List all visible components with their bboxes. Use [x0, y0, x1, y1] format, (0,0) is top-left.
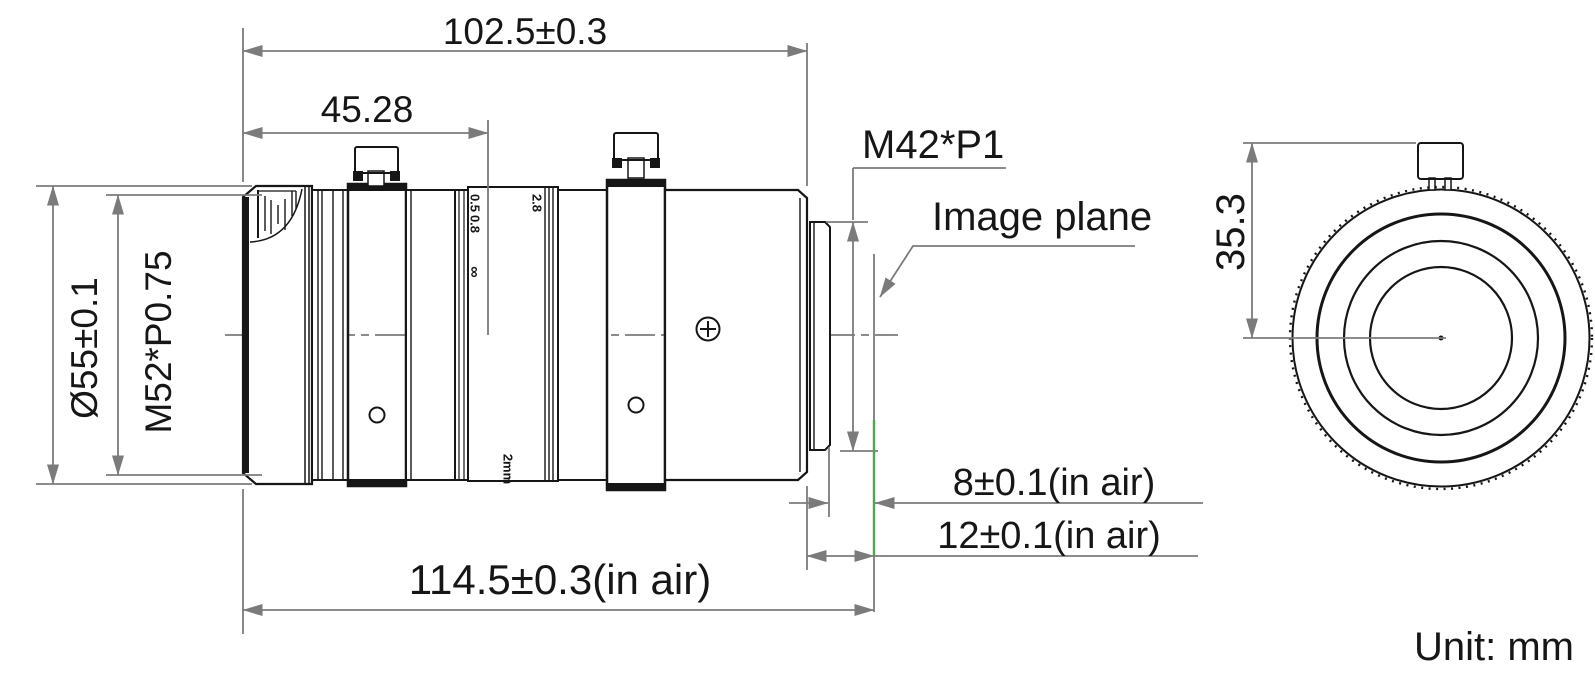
dim-flange-distance-text: 8±0.1(in air) [953, 462, 1156, 504]
dim-filter-thread: M52*P0.75 [106, 194, 262, 476]
filter-thread-cutaway [249, 188, 303, 243]
front-view-lock-knob [1417, 142, 1464, 191]
dim-overall-in-air: 114.5±0.3(in air) [242, 556, 875, 616]
scale-ring: 0.5 0.8 ∞ 2.8 2mm [465, 186, 608, 484]
dim-filter-thread-text: M52*P0.75 [138, 250, 179, 433]
aperture-ring-index-hole [627, 396, 645, 414]
front-view: 35.3 [1209, 142, 1594, 491]
image-plane-callout: Image plane [872, 195, 1152, 612]
side-view: 0.5 0.8 ∞ 2.8 2mm [225, 132, 898, 492]
front-barrel [241, 184, 314, 486]
unit-note: Unit: mm [1414, 625, 1574, 669]
focus-ring-index-hole [368, 406, 386, 424]
mid-ring [405, 189, 469, 481]
aperture-lock-knob [612, 132, 660, 179]
aperture-scale-2-8: 2.8 [529, 194, 544, 212]
dim-mount-to-image: 12±0.1(in air) [806, 515, 1198, 562]
dim-overall-body-text: 102.5±0.3 [443, 11, 607, 52]
dim-flange-distance: 8±0.1(in air) [789, 447, 1203, 517]
focus-scale-0-5: 0.5 [467, 194, 482, 212]
dim-mount-to-image-text: 12±0.1(in air) [937, 515, 1161, 557]
mount-thread-label: M42*P1 [862, 123, 1004, 167]
dim-overall-body: 102.5±0.3 [242, 11, 808, 57]
dim-mount-thread: M42*P1 [826, 123, 1006, 452]
front-collar-rings [311, 189, 349, 481]
dim-front-section-text: 45.28 [321, 89, 414, 130]
dim-front-diameter: Ø55±0.1 [36, 185, 252, 485]
focus-scale-0-8: 0.8 [467, 215, 482, 233]
focus-lock-knob [353, 146, 400, 187]
mount-flange [809, 221, 831, 451]
rear-barrel [663, 188, 809, 482]
dim-knob-to-center: 35.3 [1209, 142, 1446, 339]
set-screw-icon [695, 316, 721, 342]
dim-front-diameter-text: Ø55±0.1 [64, 277, 105, 419]
front-rim [243, 197, 249, 473]
front-barrel-outline [241, 184, 314, 486]
dim-front-section: 45.28 [242, 89, 489, 335]
dim-knob-to-center-text: 35.3 [1209, 193, 1253, 271]
focus-scale-infinity: ∞ [465, 266, 482, 277]
dim-overall-in-air-text: 114.5±0.3(in air) [409, 556, 711, 603]
dimensions: 102.5±0.3 45.28 Ø55±0.1 M52*P0.75 [36, 11, 1203, 634]
focal-length-marking: 2mm [500, 454, 515, 484]
image-plane-label: Image plane [932, 195, 1152, 239]
